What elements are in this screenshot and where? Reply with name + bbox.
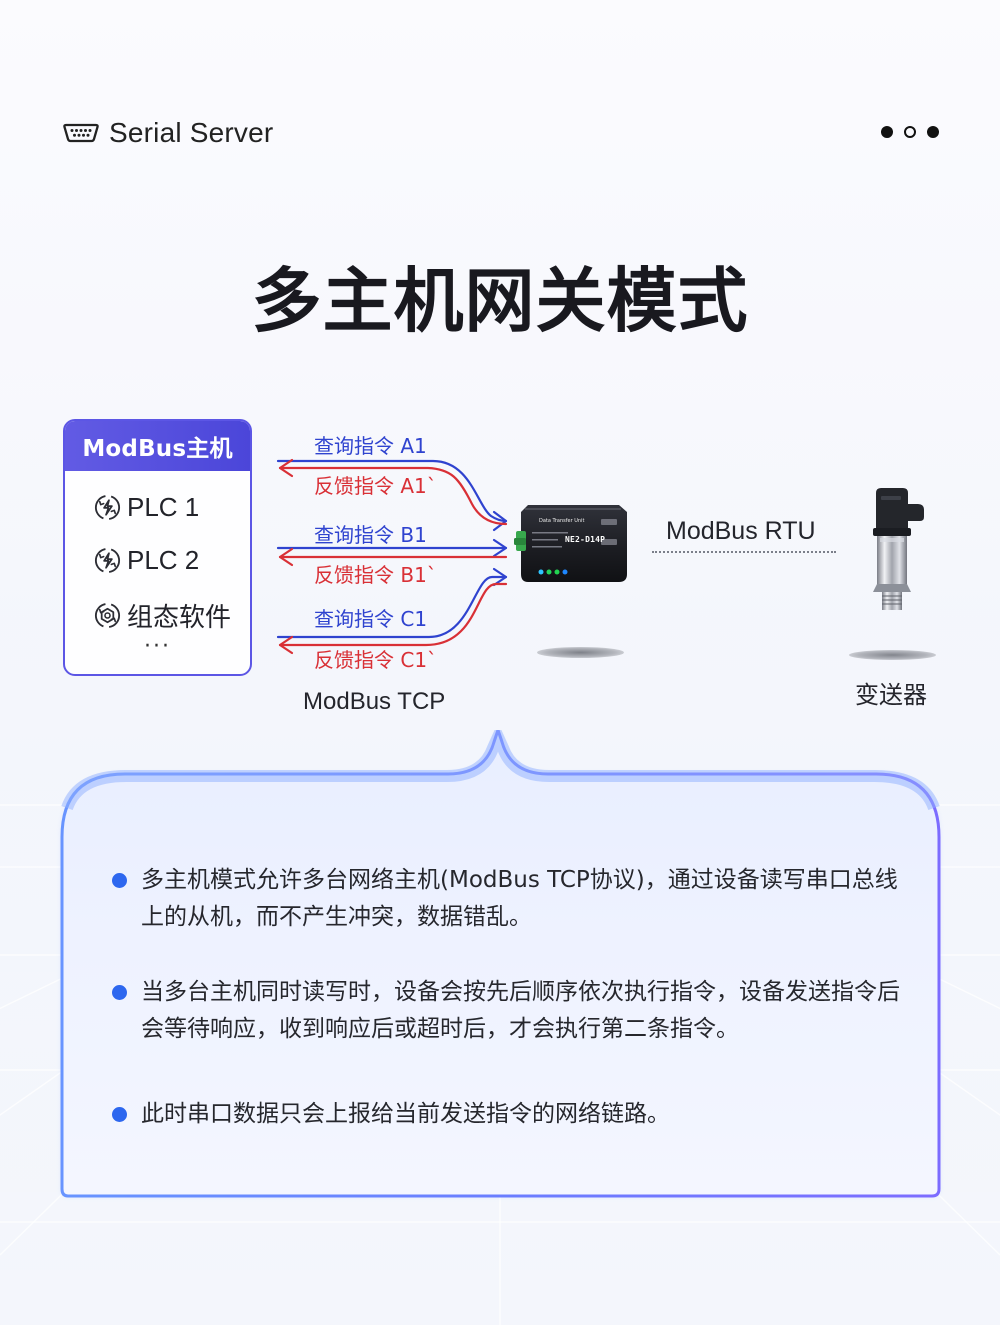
- host-item-plc-1: PLC 1: [92, 490, 199, 524]
- query-arrow-a1: [492, 510, 508, 532]
- page-indicator: [881, 126, 939, 138]
- feedback-label-b1: 反馈指令 B1`: [314, 563, 437, 587]
- feedback-label-c1: 反馈指令 C1`: [314, 648, 438, 672]
- bullet-item-1: 多主机模式允许多台网络主机(ModBus TCP协议)，通过设备读写串口总线上的…: [112, 862, 912, 936]
- modbus-rtu-label: ModBus RTU: [666, 517, 816, 545]
- feedback-label-a1: 反馈指令 A1`: [314, 474, 437, 498]
- bullet-item-2: 当多台主机同时读写时，设备会按先后顺序依次执行指令，设备发送指令后会等待响应，收…: [112, 974, 912, 1048]
- host-header: ModBus主机: [65, 421, 250, 471]
- host-item-label: PLC 1: [127, 491, 200, 522]
- config-software-icon: [94, 602, 121, 628]
- bullet-dot-icon: [112, 985, 127, 1000]
- feedback-arrow-c1: [278, 635, 294, 655]
- host-item-plc-2: PLC 2: [92, 543, 199, 577]
- rtu-connection-line: [652, 551, 836, 553]
- page-dot-1: [881, 126, 893, 138]
- brand-title: Serial Server: [109, 117, 274, 148]
- plc-refresh-icon: [94, 494, 121, 520]
- plc-refresh-icon: [94, 547, 121, 573]
- sensor-shadow: [849, 650, 936, 660]
- page-dot-2: [904, 126, 916, 138]
- bullet-item-3: 此时串口数据只会上报给当前发送指令的网络链路。: [112, 1096, 912, 1133]
- page-title: 多主机网关模式: [251, 260, 749, 342]
- query-label-c1: 查询指令 C1: [314, 607, 428, 631]
- device-subtitle: Data Transfer Unit: [539, 518, 585, 524]
- host-item-label: 组态软件: [127, 601, 232, 632]
- bullet-text: 此时串口数据只会上报给当前发送指令的网络链路。: [141, 1101, 670, 1127]
- brand-header: Serial Server: [62, 113, 273, 153]
- modbus-tcp-label: ModBus TCP: [303, 688, 446, 715]
- pressure-transmitter-icon: [873, 488, 924, 610]
- query-arrow-b1: [492, 538, 508, 558]
- page-dot-3: [927, 126, 939, 138]
- query-label-b1: 查询指令 B1: [314, 523, 427, 547]
- serial-port-icon: [63, 123, 99, 143]
- query-arrow-c1: [492, 567, 508, 587]
- bullet-text: 多主机模式允许多台网络主机(ModBus TCP协议)，通过设备读写串口总线上的…: [141, 867, 898, 930]
- feedback-arrow-a1: [278, 458, 294, 478]
- bullet-dot-icon: [112, 873, 127, 888]
- host-more-ellipsis: ···: [144, 634, 171, 659]
- bullet-dot-icon: [112, 1107, 127, 1122]
- device-shadow: [537, 647, 624, 658]
- info-panel: [60, 730, 941, 1198]
- host-item-label: PLC 2: [127, 544, 200, 575]
- feedback-arrow-b1: [278, 547, 294, 567]
- serial-server-device-icon: [514, 505, 627, 582]
- modbus-host-box: ModBus主机 PLC 1 PLC 2 组态软件 ···: [63, 419, 252, 676]
- query-label-a1: 查询指令 A1: [314, 434, 427, 458]
- device-model-label: NE2-D14P: [565, 535, 606, 544]
- transmitter-label: 变送器: [855, 681, 927, 709]
- host-item-config-software: 组态软件: [92, 598, 231, 632]
- bullet-text: 当多台主机同时读写时，设备会按先后顺序依次执行指令，设备发送指令后会等待响应，收…: [141, 979, 900, 1042]
